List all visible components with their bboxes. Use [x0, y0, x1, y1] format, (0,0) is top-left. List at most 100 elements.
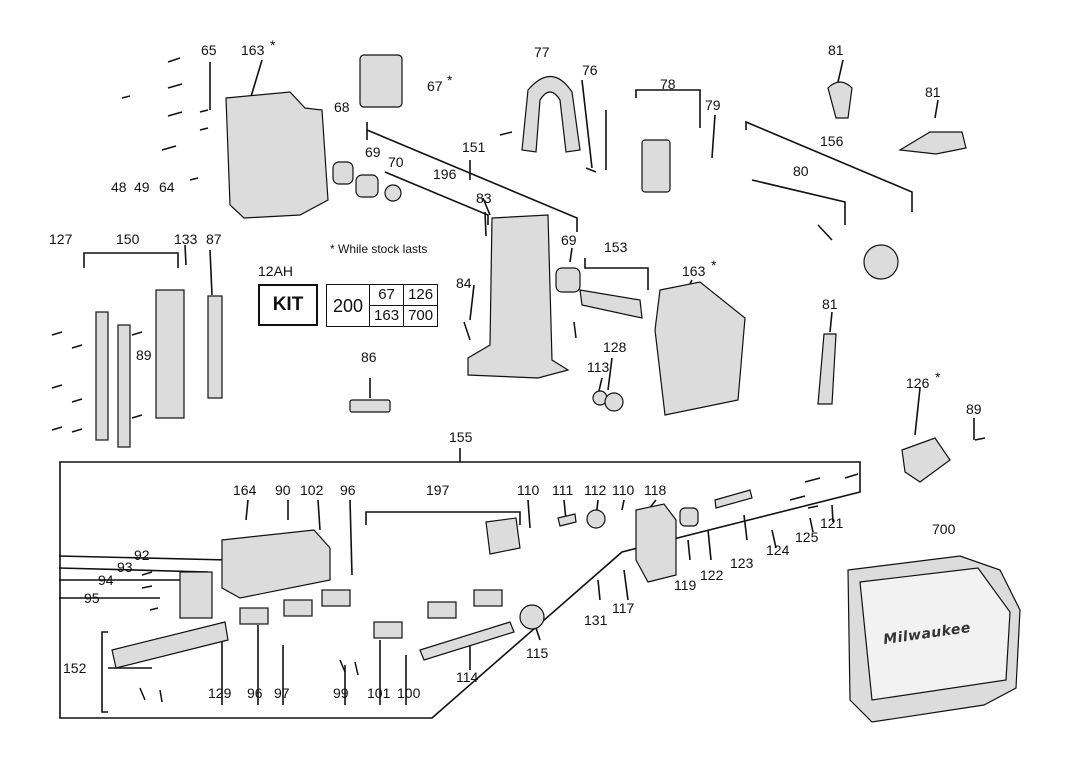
- part-label: 89: [966, 401, 982, 417]
- sleeve-68: [332, 161, 354, 185]
- bearing-69b: [555, 267, 581, 293]
- part-label: 113: [587, 359, 610, 375]
- part-label: 99: [333, 685, 349, 701]
- part-label: 115: [526, 645, 549, 661]
- clip-86: [349, 399, 391, 413]
- rail-150c: [155, 289, 185, 419]
- wheel-156: [863, 244, 899, 280]
- part-label: 86: [361, 349, 377, 365]
- part-label: 48: [111, 179, 127, 195]
- part-label: 100: [397, 685, 421, 701]
- part-label: 83: [476, 190, 492, 206]
- bracket-196: [384, 171, 489, 225]
- rail-150b: [117, 324, 131, 448]
- asterisk: *: [447, 72, 453, 88]
- part-label: 163: [241, 42, 265, 58]
- part-label: 119: [674, 577, 697, 593]
- bearing-69a: [355, 174, 379, 198]
- bracket-156: [745, 120, 913, 212]
- part-label: 81: [828, 42, 844, 58]
- gearbox-197: [485, 517, 521, 555]
- part-label: 81: [822, 296, 838, 312]
- part-label: 164: [233, 482, 257, 498]
- part-label: 87: [206, 231, 222, 247]
- bracket-197: [365, 511, 521, 525]
- bracket-150: [83, 252, 179, 268]
- screw-icon: [51, 57, 986, 703]
- part-label: 76: [582, 62, 598, 78]
- part-label: 197: [426, 482, 450, 498]
- rail-150a: [95, 311, 109, 441]
- kit-main-part: 200: [325, 284, 371, 327]
- part-label: 67: [427, 78, 443, 94]
- asterisk: *: [935, 369, 941, 385]
- part-label: 84: [456, 275, 472, 291]
- part-label: 69: [561, 232, 577, 248]
- plate-94: [179, 571, 213, 619]
- part-label: 49: [134, 179, 150, 195]
- bracket-78: [635, 89, 701, 128]
- part-label: 131: [584, 612, 608, 628]
- kit-part: 67: [369, 284, 405, 306]
- knob-81b: [898, 131, 967, 155]
- part-label: 112: [584, 482, 607, 498]
- part-label: 155: [449, 429, 473, 445]
- cover-67: [359, 54, 403, 108]
- part-label: 64: [159, 179, 175, 195]
- kit-title: 12AH: [258, 263, 294, 279]
- block-96b: [283, 599, 313, 617]
- part-label: 101: [367, 685, 391, 701]
- gear-112: [586, 509, 606, 529]
- assembly-frame-155: [59, 461, 861, 719]
- part-label: 133: [174, 231, 198, 247]
- block-96c: [321, 589, 351, 607]
- bracket-80: [751, 179, 846, 225]
- motor-block-92: [221, 529, 331, 599]
- block-101: [373, 621, 403, 639]
- part-label: 78: [660, 76, 676, 92]
- sleeve-119: [679, 507, 699, 527]
- bracket-151: [366, 122, 578, 232]
- asterisk: *: [270, 37, 276, 53]
- part-label: 114: [456, 669, 479, 685]
- rod-114: [419, 621, 515, 661]
- part-label: 95: [84, 590, 100, 606]
- part-label: 92: [134, 547, 150, 563]
- part-label: 700: [932, 521, 956, 537]
- part-label: 118: [644, 482, 667, 498]
- kit-part: 126: [403, 284, 439, 306]
- pin-111: [557, 513, 577, 527]
- part-label: 163: [682, 263, 706, 279]
- part-label: 94: [98, 572, 114, 588]
- housing-left-163: [225, 91, 329, 219]
- housing-118: [635, 503, 677, 583]
- part-label: 81: [925, 84, 941, 100]
- part-label: 150: [116, 231, 140, 247]
- part-label: 97: [274, 685, 290, 701]
- kit-label: KIT: [258, 284, 318, 326]
- stock-note: * While stock lasts: [330, 242, 428, 256]
- part-label: 89: [136, 347, 152, 363]
- part-label: 65: [201, 42, 217, 58]
- case-lid: [859, 567, 1011, 701]
- part-label: 126: [906, 375, 930, 391]
- part-label: 70: [388, 154, 404, 170]
- block-101b: [427, 601, 457, 619]
- knob-126: [901, 437, 951, 483]
- shaft-153: [579, 289, 643, 319]
- part-label: 125: [795, 529, 819, 545]
- asterisk: *: [711, 257, 717, 273]
- switch-78: [641, 139, 671, 193]
- handle-77: [521, 75, 581, 153]
- base-152: [111, 621, 229, 669]
- part-label: 151: [462, 139, 486, 155]
- part-label: 79: [705, 97, 721, 113]
- part-label: 69: [365, 144, 381, 160]
- part-label: 111: [552, 482, 574, 498]
- bracket-152: [101, 631, 108, 713]
- part-label: 93: [117, 559, 133, 575]
- part-label: 80: [793, 163, 809, 179]
- bracket-153: [584, 258, 649, 290]
- lever-81c: [817, 333, 837, 405]
- part-label: 128: [603, 339, 627, 355]
